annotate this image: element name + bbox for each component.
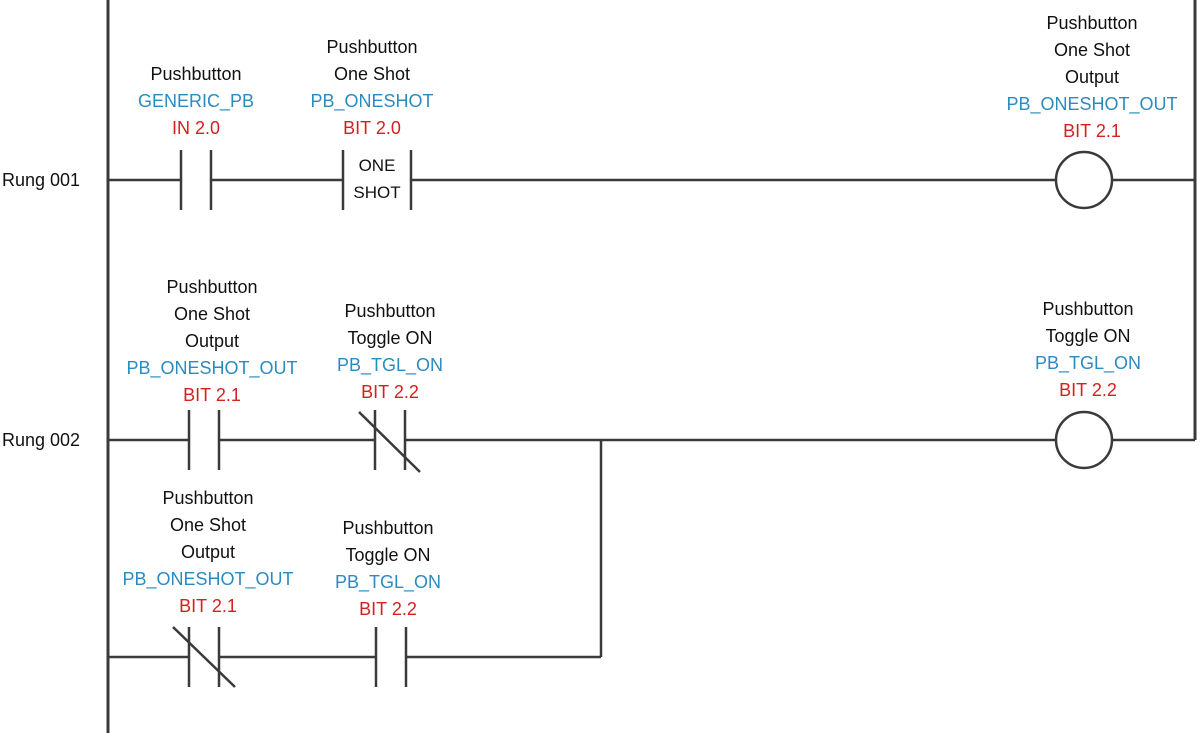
label-branch-pb-oneshot-out: Pushbutton One Shot Output PB_ONESHOT_OU…	[122, 488, 294, 616]
coil-pb-tgl-on[interactable]	[1054, 410, 1114, 470]
label-branch-pb-tgl-on: Pushbutton Toggle ON PB_TGL_ON BIT 2.2	[334, 518, 442, 619]
label-r2-pb-oneshot-out: Pushbutton One Shot Output PB_ONESHOT_OU…	[126, 277, 298, 405]
oneshot-pb-oneshot[interactable]	[341, 150, 413, 210]
coil-pb-oneshot-out[interactable]	[1054, 150, 1114, 210]
label-pb-oneshot: Pushbutton One Shot PB_ONESHOT BIT 2.0	[310, 37, 434, 138]
rung-001-label: Rung 001	[2, 170, 81, 190]
rung-002-label: Rung 002	[2, 430, 81, 450]
label-pb-oneshot-out-coil: Pushbutton One Shot Output PB_ONESHOT_OU…	[1006, 13, 1178, 141]
contact-nc-branch-pb-oneshot-out[interactable]	[172, 626, 236, 688]
branch-wiring	[108, 440, 603, 659]
contact-nc-pb-tgl-on[interactable]	[358, 410, 421, 473]
contact-no-pb-oneshot-out[interactable]	[187, 410, 221, 470]
label-generic-pb: Pushbutton GENERIC_PB IN 2.0	[137, 64, 255, 138]
label-r2-pb-tgl-on: Pushbutton Toggle ON PB_TGL_ON BIT 2.2	[336, 301, 444, 402]
label-pb-tgl-on-coil: Pushbutton Toggle ON PB_TGL_ON BIT 2.2	[1034, 299, 1142, 400]
contact-generic-pb[interactable]	[179, 150, 213, 210]
contact-no-branch-pb-tgl-on[interactable]	[374, 627, 408, 687]
oneshot-symbol-text: ONE SHOT	[353, 156, 401, 202]
